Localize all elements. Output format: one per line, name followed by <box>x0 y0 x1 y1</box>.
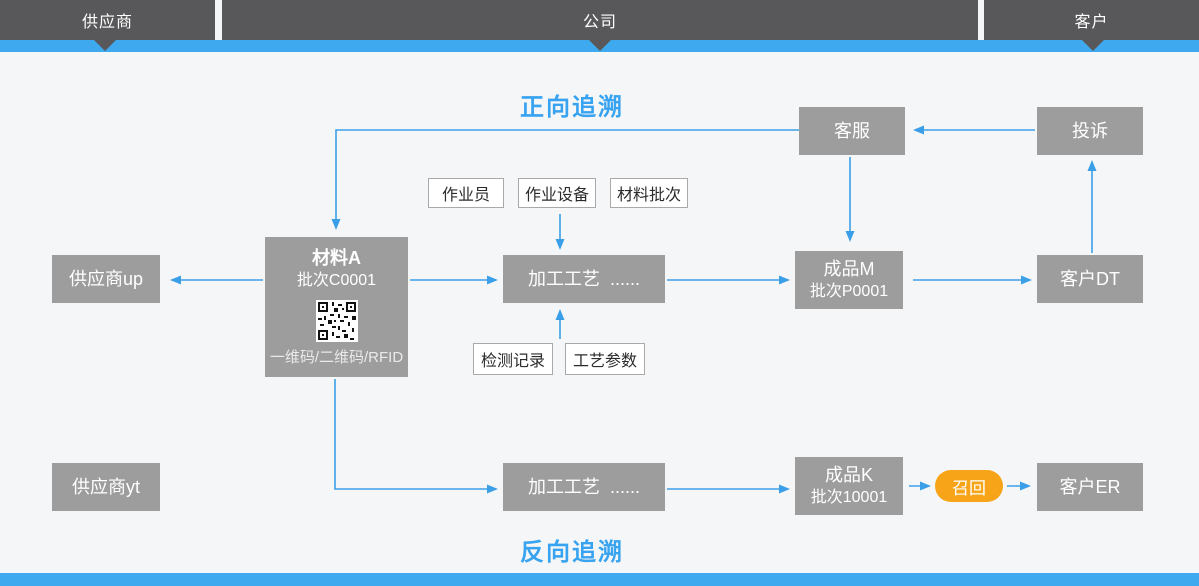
tag-equipment: 作业设备 <box>518 178 596 208</box>
node-product-k-name: 成品K <box>824 465 873 486</box>
footer-blue-bar <box>0 573 1199 586</box>
lane-supplier-pointer-icon <box>94 40 116 51</box>
node-customer-dt: 客户DT <box>1037 255 1143 303</box>
node-material-a-name: 材料A <box>312 247 361 268</box>
tag-material-batch-label: 材料批次 <box>616 187 681 204</box>
node-supplier-yt-label: 供应商yt <box>71 476 140 497</box>
lane-company-label: 公司 <box>582 14 617 31</box>
tag-process-parameter-label: 工艺参数 <box>572 353 637 370</box>
lane-customer-label: 客户 <box>1074 14 1109 31</box>
node-process-top: 加工工艺 ...... <box>503 255 665 303</box>
backward-trace-title: 反向追溯 <box>520 539 624 566</box>
node-customer-service: 客服 <box>799 107 905 155</box>
node-material-a: 材料A 批次C0001 <box>265 237 408 377</box>
node-supplier-up-label: 供应商up <box>68 268 144 289</box>
lane-company: 公司 <box>222 0 978 40</box>
node-product-m-name: 成品M <box>823 259 875 280</box>
node-product-k-batch: 批次10001 <box>810 489 888 507</box>
recall-badge: 召回 <box>935 470 1003 502</box>
tag-process-parameter: 工艺参数 <box>565 343 645 375</box>
lane-supplier-label: 供应商 <box>81 14 133 31</box>
node-process-bottom: 加工工艺 ...... <box>503 463 665 511</box>
node-customer-dt-label: 客户DT <box>1060 268 1120 289</box>
node-customer-service-label: 客服 <box>834 120 870 141</box>
node-material-a-caption: 一维码/二维码/RFID <box>269 348 404 366</box>
node-product-m: 成品M 批次P0001 <box>795 251 903 309</box>
tag-material-batch: 材料批次 <box>610 178 688 208</box>
node-supplier-yt: 供应商yt <box>52 463 160 511</box>
recall-badge-label: 召回 <box>952 478 986 498</box>
lane-company-pointer-icon <box>589 40 611 51</box>
tag-equipment-label: 作业设备 <box>524 187 589 204</box>
tag-inspection-record: 检测记录 <box>473 343 553 375</box>
tag-operator: 作业员 <box>428 178 504 208</box>
node-customer-er: 客户ER <box>1037 463 1143 511</box>
node-process-bottom-label: 加工工艺 ...... <box>527 476 640 497</box>
lane-customer: 客户 <box>984 0 1199 40</box>
node-complaint-label: 投诉 <box>1072 120 1108 141</box>
node-material-a-batch: 批次C0001 <box>296 272 377 290</box>
tag-inspection-record-label: 检测记录 <box>480 353 545 370</box>
node-product-m-batch: 批次P0001 <box>809 283 889 301</box>
node-process-top-label: 加工工艺 ...... <box>527 268 640 289</box>
forward-trace-title: 正向追溯 <box>520 94 624 121</box>
node-customer-er-label: 客户ER <box>1059 476 1121 497</box>
tag-operator-label: 作业员 <box>441 187 490 204</box>
arrow-material-a-to-process-bottom <box>334 379 498 494</box>
node-product-k: 成品K 批次10001 <box>795 457 903 515</box>
lane-customer-pointer-icon <box>1082 40 1104 51</box>
lane-supplier: 供应商 <box>0 0 215 40</box>
node-complaint: 投诉 <box>1037 107 1143 155</box>
node-supplier-up: 供应商up <box>52 255 160 303</box>
qr-code-icon <box>315 299 358 342</box>
